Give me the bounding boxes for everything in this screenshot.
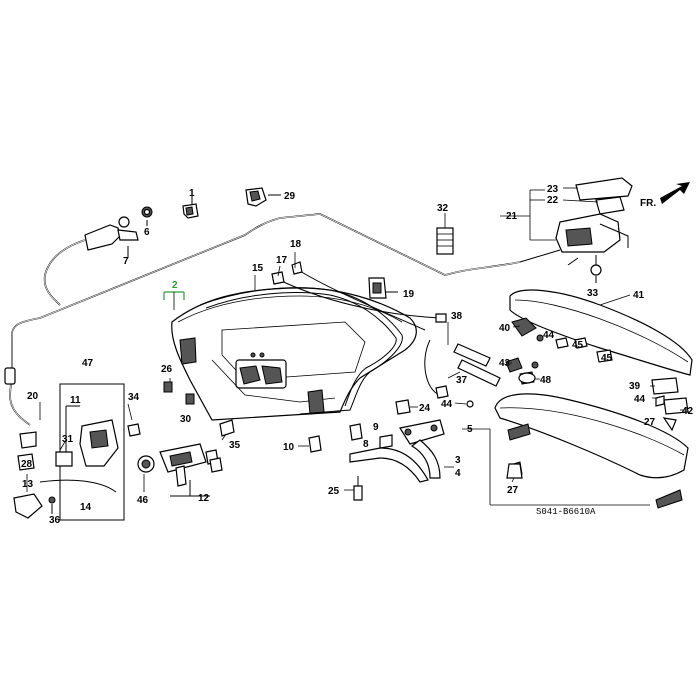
callout-45b: 45 [601, 353, 613, 364]
bolts [353, 463, 523, 501]
callout-26: 26 [161, 364, 173, 375]
trunk-lid [171, 287, 417, 421]
callout-8: 8 [363, 439, 369, 450]
callout-39: 39 [629, 381, 641, 392]
callout-31: 31 [62, 434, 74, 445]
callout-13: 13 [22, 479, 34, 490]
hinge-assembly [519, 177, 633, 283]
callout-23: 23 [547, 184, 559, 195]
opener-cable [43, 206, 153, 306]
callout-12: 12 [198, 493, 210, 504]
part-29-bracket [245, 187, 281, 207]
callout-24: 24 [419, 403, 431, 414]
callout-21: 21 [506, 211, 518, 222]
callout-2: 2 [172, 280, 178, 291]
callout-19: 19 [403, 289, 415, 300]
callout-1: 1 [189, 188, 195, 199]
callout-37: 37 [456, 375, 468, 386]
callout-30: 30 [180, 414, 192, 425]
callout-40: 40 [499, 323, 511, 334]
spoiler-upper [505, 289, 693, 385]
callout-44b: 44 [441, 399, 453, 410]
callout-25: 25 [328, 486, 340, 497]
callout-33: 33 [587, 288, 599, 299]
callout-5: 5 [467, 424, 473, 435]
latch-group [13, 383, 141, 521]
callout-43: 43 [499, 358, 511, 369]
callout-38: 38 [451, 311, 463, 322]
part-19-switch [368, 277, 398, 299]
small-clips [308, 423, 393, 453]
callout-42: 42 [682, 406, 694, 417]
hinge-arm [349, 419, 445, 483]
callout-22: 22 [547, 195, 559, 206]
callout-10: 10 [283, 442, 295, 453]
callout-45a: 45 [572, 340, 584, 351]
callout-27a: 27 [507, 485, 519, 496]
callout-44a: 44 [543, 330, 555, 341]
callout-34: 34 [128, 392, 140, 403]
link-bracket [424, 339, 501, 408]
callout-28: 28 [21, 459, 33, 470]
callout-3: 3 [455, 455, 461, 466]
callout-labels: 1 2 3 4 5 6 7 8 9 10 11 12 13 14 15 17 1… [21, 184, 694, 526]
callout-14: 14 [80, 502, 92, 513]
callout-4: 4 [455, 468, 461, 479]
callout-9: 9 [373, 422, 379, 433]
callout-15: 15 [252, 263, 264, 274]
callout-32: 32 [437, 203, 449, 214]
callout-2-bracket [163, 291, 185, 310]
callout-11: 11 [70, 395, 81, 406]
callout-44c: 44 [634, 394, 646, 405]
part-24-bumper [395, 399, 411, 415]
callout-27b: 27 [644, 417, 656, 428]
callout-46: 46 [137, 495, 149, 506]
front-direction-arrow [660, 182, 690, 204]
callout-29: 29 [284, 191, 296, 202]
part-48-grommet [518, 372, 536, 384]
part-32-pad [436, 227, 454, 255]
callout-20: 20 [27, 391, 39, 402]
callout-41: 41 [633, 290, 645, 301]
callout-36: 36 [49, 515, 61, 526]
diagram-code: S041-B6610A [536, 507, 596, 517]
leader-lines [26, 187, 686, 506]
callout-48: 48 [540, 375, 552, 386]
weatherstrip [199, 287, 403, 415]
callout-7: 7 [123, 256, 129, 267]
callout-18: 18 [290, 239, 302, 250]
callout-47: 47 [82, 358, 94, 369]
direction-label: FR. [640, 198, 656, 209]
spoiler-lower [494, 393, 689, 509]
callout-6: 6 [144, 227, 150, 238]
callout-35: 35 [229, 440, 241, 451]
spoiler-mounts [651, 377, 689, 432]
part-1-clip [182, 196, 199, 219]
lock-cylinder [137, 381, 235, 497]
trunk-release-cable [4, 213, 521, 426]
callout-17: 17 [276, 255, 288, 266]
